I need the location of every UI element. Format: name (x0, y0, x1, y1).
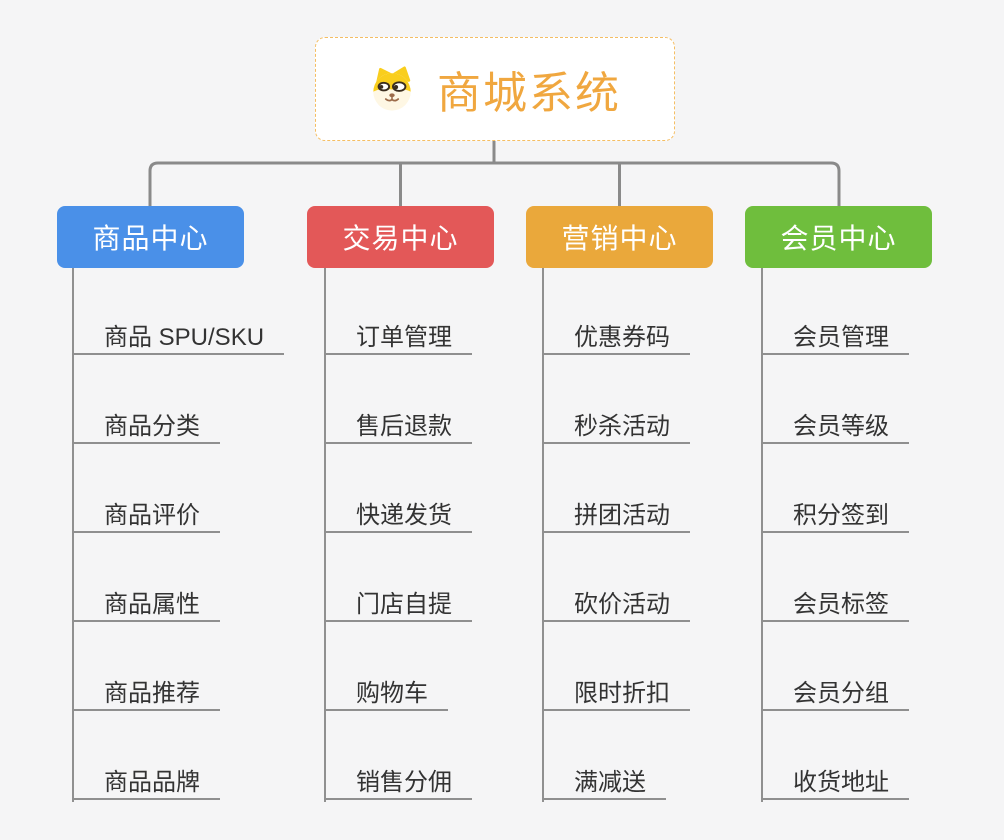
child-topic[interactable]: 订单管理 (324, 322, 472, 355)
branch-topic-label: 会员中心 (780, 223, 897, 254)
child-topic[interactable]: 商品 SPU/SKU (72, 322, 285, 355)
child-topic[interactable]: 商品分类 (72, 411, 220, 444)
branch-topic-label: 商品中心 (92, 223, 209, 254)
child-topic[interactable]: 快递发货 (324, 500, 472, 533)
child-topic[interactable]: 会员标签 (761, 589, 909, 622)
child-topic[interactable]: 拼团活动 (542, 500, 690, 533)
child-topic[interactable]: 商品推荐 (72, 678, 220, 711)
branch-topic-trade-center[interactable]: 交易中心 (307, 206, 494, 268)
branch-topic-product-center[interactable]: 商品中心 (57, 206, 244, 268)
branch-topic-label: 营销中心 (561, 223, 678, 254)
branch-child-line (542, 268, 544, 802)
child-topic[interactable]: 满减送 (542, 767, 666, 800)
branch-topic-label: 交易中心 (342, 223, 459, 254)
child-topic[interactable]: 砍价活动 (542, 589, 690, 622)
branch-rail-line (148, 161, 841, 207)
child-topic[interactable]: 限时折扣 (542, 678, 690, 711)
branch-child-line (72, 268, 74, 802)
child-topic[interactable]: 会员分组 (761, 678, 909, 711)
child-topic[interactable]: 商品品牌 (72, 767, 220, 800)
branch-child-line (324, 268, 326, 802)
child-topic[interactable]: 销售分佣 (324, 767, 472, 800)
child-topic[interactable]: 购物车 (324, 678, 448, 711)
dog-face-icon (373, 66, 411, 111)
child-topic[interactable]: 优惠券码 (542, 322, 690, 355)
child-topic[interactable]: 积分签到 (761, 500, 909, 533)
branch-child-line (761, 268, 763, 802)
child-topic[interactable]: 收货地址 (761, 767, 909, 800)
child-topic[interactable]: 门店自提 (324, 589, 472, 622)
child-topic[interactable]: 会员等级 (761, 411, 909, 444)
child-topic[interactable]: 秒杀活动 (542, 411, 690, 444)
child-topic[interactable]: 商品属性 (72, 589, 220, 622)
root-topic[interactable]: 商城系统 (315, 37, 675, 141)
branch-topic-member-center[interactable]: 会员中心 (745, 206, 932, 268)
child-topic[interactable]: 商品评价 (72, 500, 220, 533)
child-topic[interactable]: 售后退款 (324, 411, 472, 444)
child-topic[interactable]: 会员管理 (761, 322, 909, 355)
branch-topic-marketing-center[interactable]: 营销中心 (526, 206, 713, 268)
root-topic-label: 商城系统 (437, 69, 621, 118)
